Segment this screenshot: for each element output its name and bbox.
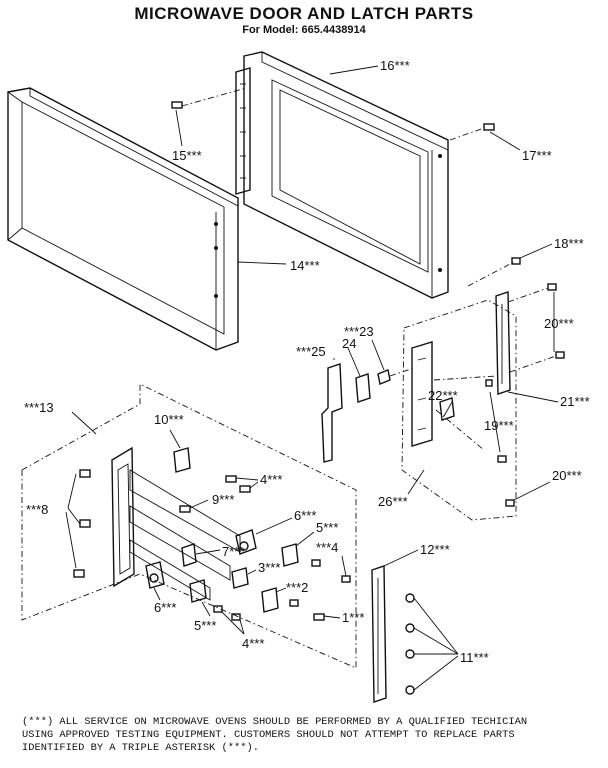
- callout-9: 9***: [212, 492, 234, 507]
- callout-17: 17***: [522, 148, 552, 163]
- spring-part-23: [371, 339, 415, 385]
- callout-4b: ***4: [316, 540, 338, 555]
- callout-14: 14***: [290, 258, 320, 273]
- switch-bracket: [129, 469, 241, 601]
- callout-13: ***13: [24, 400, 54, 415]
- latch-bracket-part-21: [495, 291, 559, 403]
- callout-26: 26***: [378, 494, 408, 509]
- screw-part-4a: [225, 475, 259, 493]
- switch-part-6b: [145, 561, 165, 601]
- callout-4a: 4***: [260, 472, 282, 487]
- callout-3: 3***: [258, 560, 280, 575]
- switch-part-6a: [235, 517, 293, 555]
- callout-6b: 6***: [154, 600, 176, 615]
- callout-21: 21***: [560, 394, 590, 409]
- switch-part-22: [439, 397, 455, 421]
- actuator-part-5a: [281, 531, 315, 567]
- latch-lever-part-25: [321, 358, 343, 463]
- callout-10: 10***: [154, 412, 184, 427]
- latch-plate-part-13: [21, 383, 357, 669]
- callout-24: 24: [342, 336, 356, 351]
- latch-frame-part-8: [65, 446, 135, 588]
- screw-part-17: [449, 123, 521, 151]
- actuator-part-5b: [189, 579, 211, 617]
- callout-5a: 5***: [316, 520, 338, 535]
- screw-part-1: [313, 613, 341, 621]
- callout-5b: 5***: [194, 618, 216, 633]
- callout-12: 12***: [420, 542, 450, 557]
- switch-part-3: [231, 567, 257, 589]
- screw-part-20a: [507, 283, 565, 373]
- callout-7: 7***: [222, 544, 244, 559]
- latch-bar-part-12: [371, 549, 419, 703]
- door-frame-part-14: [7, 87, 239, 351]
- callout-4c: 4***: [242, 636, 264, 651]
- model-subtitle: For Model: 665.4438914: [242, 24, 366, 36]
- service-footnote: (***) ALL SERVICE ON MICROWAVE OVENS SHO…: [22, 716, 528, 754]
- callout-19: 19***: [484, 418, 514, 433]
- door-panel-part-16: [235, 51, 449, 299]
- screw-part-4b: [311, 555, 351, 583]
- screw-part-20b: [505, 481, 551, 507]
- callout-8: ***8: [26, 502, 48, 517]
- spacer-part-7: [181, 543, 221, 567]
- callout-2: ***2: [286, 580, 308, 595]
- callout-22: 22***: [428, 388, 458, 403]
- latch-part-24: [347, 347, 371, 403]
- callout-15: 15***: [172, 148, 202, 163]
- exploded-parts-diagram: 16*** 15*** 17*** 14*** 18*** 20*** ***2…: [7, 51, 590, 703]
- callout-18: 18***: [554, 236, 584, 251]
- screw-part-9: [179, 499, 209, 513]
- callout-25: ***25: [296, 344, 326, 359]
- latch-mount-part-26: [401, 299, 517, 521]
- callout-20b: 20***: [552, 468, 582, 483]
- screw-part-15: [171, 87, 247, 147]
- callout-1: 1***: [342, 610, 364, 625]
- callout-11: 11***: [460, 650, 489, 665]
- callout-16: 16***: [380, 58, 410, 73]
- callout-6a: 6***: [294, 508, 316, 523]
- page-title: MICROWAVE DOOR AND LATCH PARTS: [134, 4, 474, 23]
- screw-part-18: [467, 243, 553, 287]
- screw-part-11: [405, 593, 459, 695]
- callout-20a: 20***: [544, 316, 574, 331]
- switch-part-10: [169, 429, 191, 473]
- screw-part-4c: [213, 605, 245, 635]
- screw-part-19: [485, 379, 507, 463]
- callout-23: ***23: [344, 324, 374, 339]
- switch-part-2: [261, 587, 299, 613]
